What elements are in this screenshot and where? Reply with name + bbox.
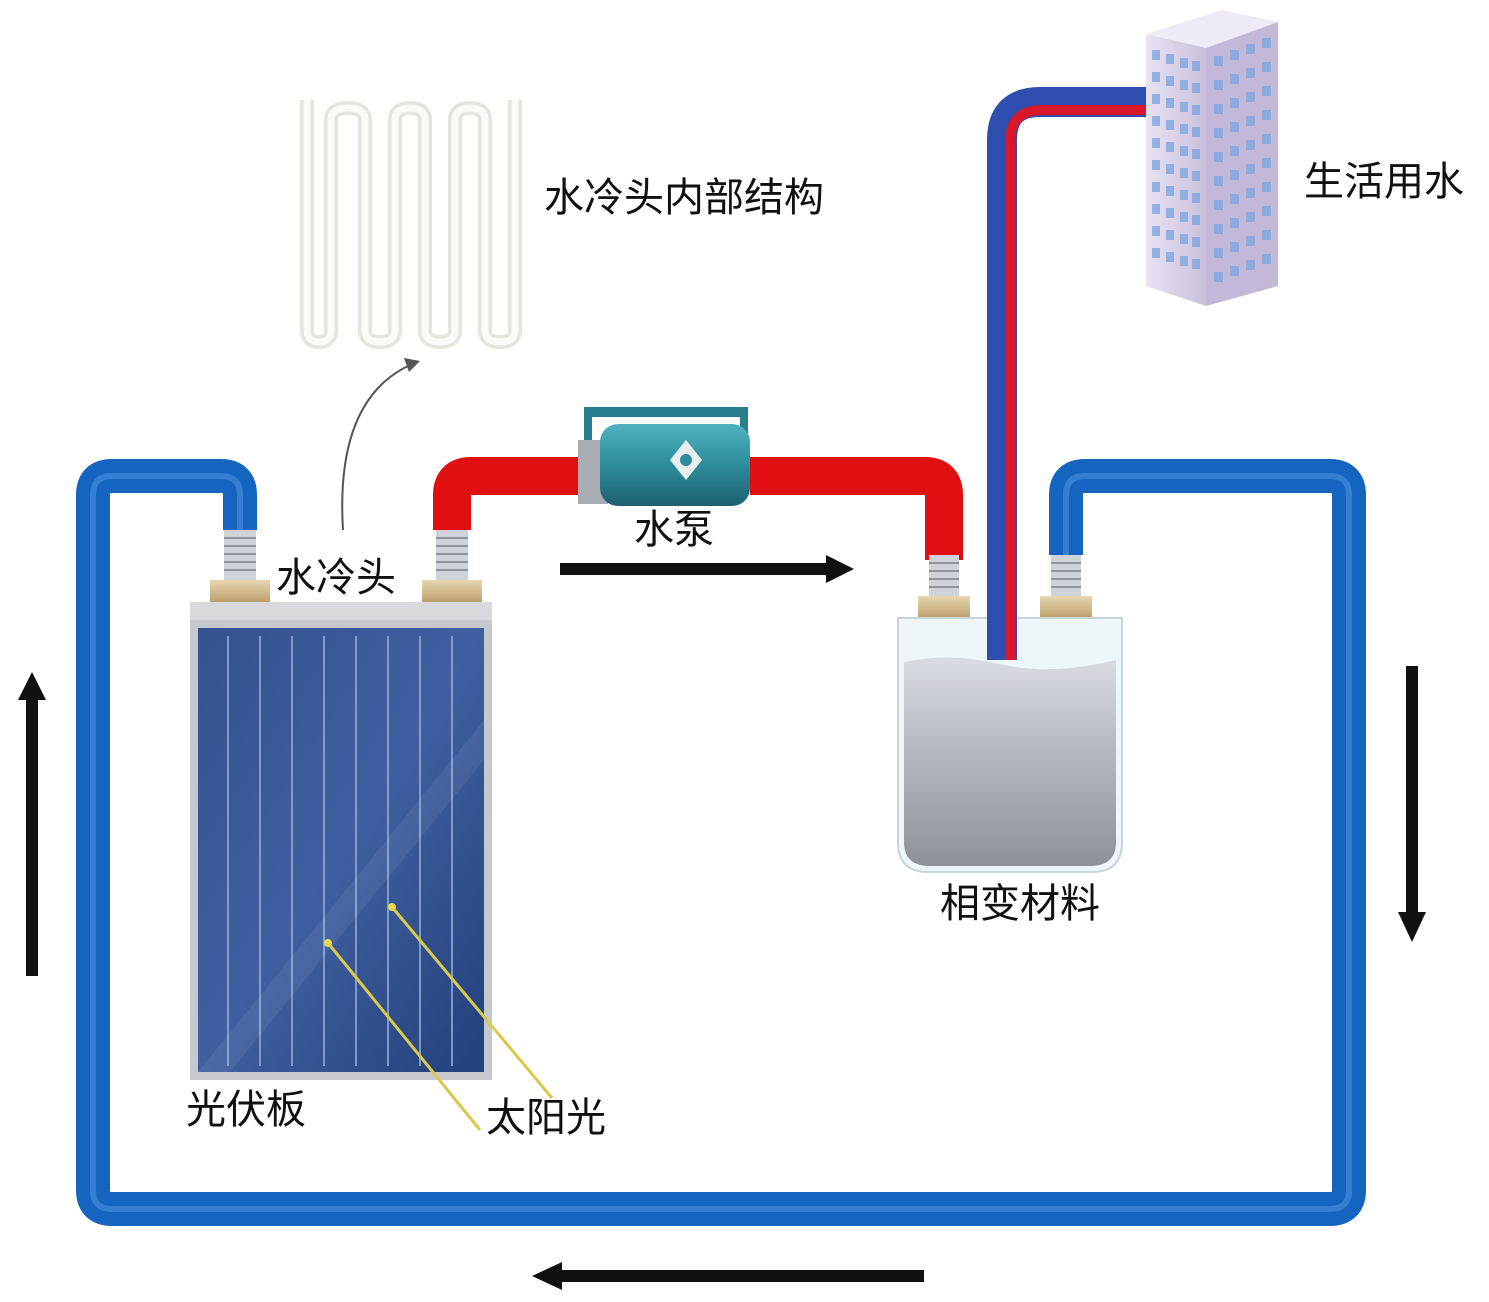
flow-arrow-down bbox=[1398, 666, 1426, 942]
pv-panel bbox=[190, 602, 492, 1080]
tank-fittings bbox=[918, 555, 1092, 620]
callout-arrow bbox=[341, 358, 420, 531]
label-cold-head: 水冷头 bbox=[276, 555, 396, 601]
flow-arrow-left bbox=[532, 1262, 924, 1290]
serpentine-channel-icon bbox=[300, 100, 522, 349]
label-internal-structure: 水冷头内部结构 bbox=[544, 175, 824, 221]
hot-water-pipe bbox=[433, 457, 963, 560]
panel-fittings bbox=[210, 530, 482, 604]
building-icon bbox=[1146, 10, 1278, 306]
water-pump bbox=[578, 407, 750, 506]
label-pump: 水泵 bbox=[634, 507, 714, 553]
flow-arrow-right bbox=[560, 555, 854, 583]
sunlight-rays bbox=[324, 903, 554, 1131]
label-pcm: 相变材料 bbox=[940, 881, 1100, 927]
flow-arrow-up bbox=[18, 672, 46, 976]
label-domestic-water: 生活用水 bbox=[1304, 159, 1464, 205]
domestic-water-pipe bbox=[987, 87, 1146, 660]
pcm-tank bbox=[897, 617, 1123, 873]
label-pv-panel: 光伏板 bbox=[186, 1087, 306, 1133]
cold-water-loop bbox=[76, 459, 1366, 1226]
label-sunlight: 太阳光 bbox=[486, 1095, 606, 1141]
